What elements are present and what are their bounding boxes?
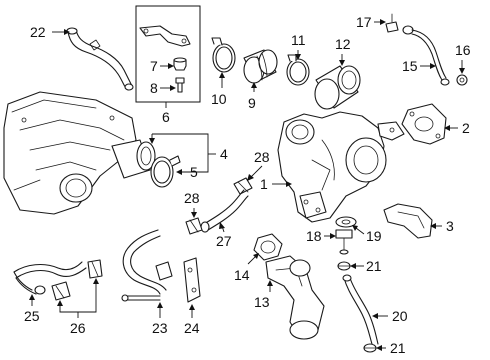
part-4-duct	[111, 139, 156, 179]
part-19-gasket	[335, 216, 357, 228]
callout-3: 3	[446, 218, 454, 234]
callout-5: 5	[190, 164, 198, 180]
part-21-clamp-upper	[337, 261, 351, 271]
callout-18: 18	[306, 228, 322, 244]
part-1-turbocharger	[277, 111, 405, 223]
callout-9: 9	[248, 95, 256, 111]
part-28-clamp-lower	[185, 217, 203, 235]
callout-28-lower: 28	[184, 190, 200, 206]
part-28-clamp-upper	[233, 177, 253, 195]
part-6-bracket	[139, 25, 191, 47]
part-10-clamp	[211, 37, 236, 73]
callout-8: 8	[150, 80, 158, 96]
part-9-boot	[243, 49, 278, 84]
callout-labels: 22 7 8 6 10 9 11 12 17 16 15 2 4 5 1 28 …	[24, 14, 471, 356]
parts-6-group-box	[135, 5, 201, 103]
part-3-heat-shield	[383, 203, 433, 239]
callout-20: 20	[392, 308, 408, 324]
part-27-hose	[200, 189, 249, 233]
part-22-hose	[66, 27, 134, 91]
part-17-fitting	[385, 13, 399, 33]
part-23-pipe	[121, 229, 173, 302]
callout-13: 13	[254, 294, 270, 310]
part-25-hose	[13, 261, 87, 295]
callout-23: 23	[152, 320, 168, 336]
part-20-hose	[342, 274, 379, 345]
part-21-clamp-lower	[363, 343, 377, 353]
callout-28-upper: 28	[254, 149, 270, 165]
part-24-bracket	[183, 257, 201, 303]
callout-14: 14	[234, 267, 250, 283]
air-cleaner-assembly	[3, 91, 137, 215]
callout-21-lower: 21	[390, 340, 406, 356]
part-5-clamp	[150, 155, 181, 188]
part-8-bolt	[175, 77, 185, 93]
callout-1: 1	[260, 176, 268, 192]
callout-16: 16	[455, 42, 471, 58]
callout-17: 17	[356, 14, 372, 30]
part-15-oil-line	[402, 25, 450, 86]
part-16-washer	[456, 74, 468, 86]
callout-24: 24	[184, 320, 200, 336]
leader-lines	[29, 19, 465, 351]
part-26-clamps	[51, 259, 103, 301]
callout-2: 2	[462, 120, 470, 136]
callout-26: 26	[70, 320, 86, 336]
part-7-grommet	[173, 57, 187, 71]
callout-25: 25	[24, 308, 40, 324]
callout-22: 22	[30, 24, 46, 40]
callout-7: 7	[150, 58, 158, 74]
callout-11: 11	[291, 32, 306, 48]
part-12-pipe	[314, 65, 361, 110]
part-18-fitting	[335, 229, 353, 255]
callout-15: 15	[402, 58, 418, 74]
callout-4: 4	[220, 146, 228, 162]
callout-12: 12	[335, 36, 351, 52]
callout-21-upper: 21	[366, 258, 382, 274]
callout-19: 19	[366, 228, 382, 244]
callout-6: 6	[162, 109, 170, 125]
part-14-gasket	[253, 233, 283, 261]
part-13-exhaust-pipe	[265, 255, 325, 340]
part-2-gasket	[401, 103, 447, 145]
callout-10: 10	[211, 91, 227, 107]
callout-27: 27	[216, 233, 232, 249]
